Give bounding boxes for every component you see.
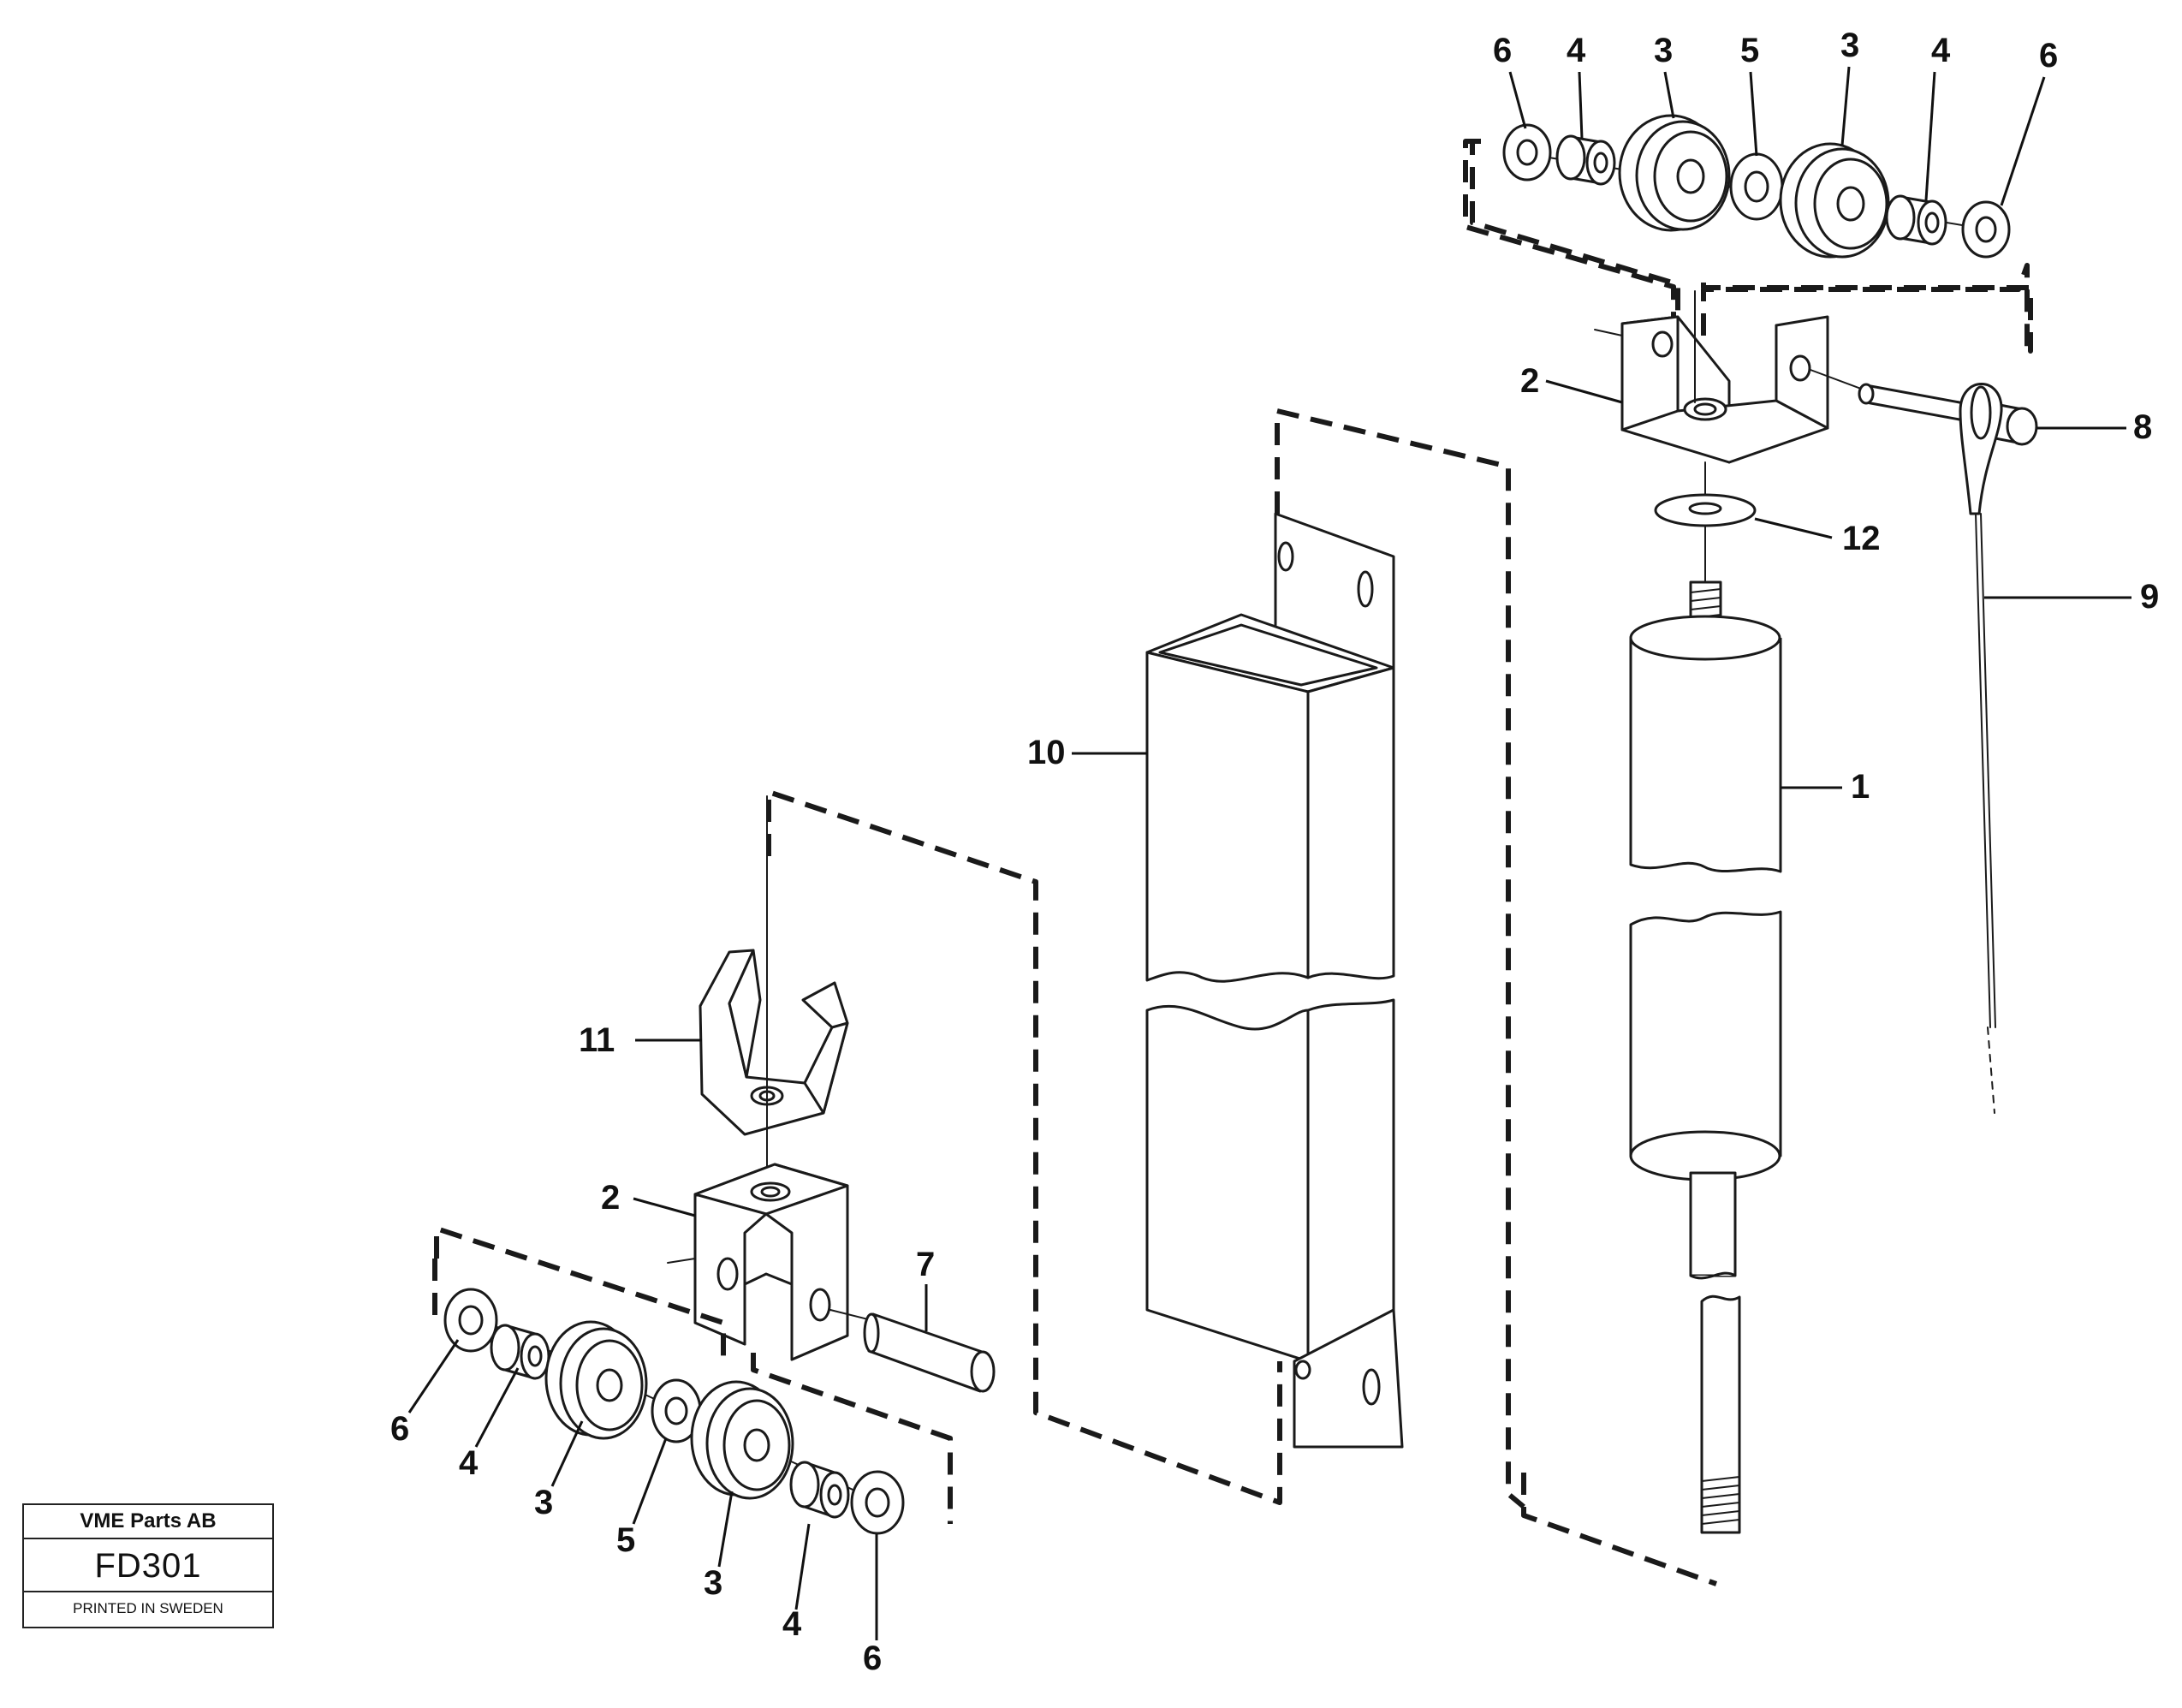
callout-bottom-6a: 6: [390, 1410, 409, 1448]
callouts-bottom: 6 4 3 5 3 4 6: [390, 1339, 882, 1677]
bottom-clevis-bracket-2: [667, 1163, 849, 1361]
callout-top-4b: 4: [1931, 32, 1951, 69]
housing-10: [1145, 512, 1404, 1449]
callouts-center: 10: [1027, 734, 1147, 771]
callout-bottom-6b: 6: [863, 1640, 882, 1677]
callout-holder-11: 11: [579, 1021, 615, 1059]
top-pulley-assembly: [1463, 114, 2033, 354]
bushing-4-top-right: [1885, 194, 1947, 246]
washer-12: [1654, 493, 1757, 527]
callout-bottom-4b: 4: [782, 1605, 802, 1643]
callout-bottom-5: 5: [616, 1521, 635, 1559]
callout-top-3a: 3: [1654, 32, 1673, 69]
callout-top-6a: 6: [1493, 32, 1512, 69]
callout-cable-9: 9: [2140, 578, 2159, 616]
callout-rod-1: 1: [1851, 768, 1870, 806]
callouts-top: 6 4 3 5 3 4 6: [1493, 27, 2058, 206]
title-block: VME Parts AB FD301 PRINTED IN SWEDEN: [22, 1503, 274, 1628]
callout-top-5: 5: [1740, 32, 1759, 69]
callout-bracket-2-top: 2: [1520, 362, 1539, 400]
washer-6-top-right: [1961, 200, 2011, 259]
pin-8: [1858, 383, 2038, 515]
weight-rod-1: [1629, 580, 1782, 1534]
bottom-pulley-assembly: [432, 1226, 953, 1535]
pulley-3-top-left: [1618, 114, 1731, 232]
callout-bracket-2-bottom: 2: [601, 1179, 620, 1217]
pulley-3-top-right: [1779, 142, 1890, 259]
callout-top-6b: 6: [2039, 37, 2058, 74]
cable-9: [1975, 513, 1996, 1114]
washer-6-bottom-right: [850, 1470, 905, 1535]
bushing-4-top-left: [1555, 134, 1616, 186]
callout-bottom-3b: 3: [704, 1564, 722, 1602]
callout-bottom-3a: 3: [534, 1484, 553, 1521]
callout-pin-8: 8: [2133, 408, 2152, 446]
callouts-right: 2 8 12 9 1: [1520, 362, 2159, 806]
pulley-3-bottom-left: [544, 1320, 648, 1440]
diagram-code: FD301: [24, 1539, 272, 1592]
callout-bottom-4a: 4: [459, 1444, 479, 1482]
washer-5-top: [1729, 152, 1784, 221]
washer-6-top-left: [1502, 123, 1552, 182]
callout-housing-10: 10: [1027, 734, 1066, 771]
washer-6-bottom-left: [443, 1288, 498, 1353]
callouts-left: 11 2 7: [579, 1021, 935, 1331]
callout-washer-12: 12: [1842, 520, 1881, 557]
printed-note: PRINTED IN SWEDEN: [73, 1600, 223, 1616]
callout-top-4a: 4: [1567, 32, 1586, 69]
pin-7: [863, 1312, 996, 1393]
company-name: VME Parts AB: [24, 1505, 272, 1539]
callout-pin-7: 7: [916, 1246, 935, 1283]
bushing-4-bottom-right: [789, 1461, 850, 1519]
pulley-3-bottom-right: [690, 1380, 794, 1500]
washer-5-bottom: [651, 1378, 702, 1443]
holder-11: [699, 949, 849, 1136]
top-clevis-bracket: [1594, 290, 1829, 464]
bushing-4-bottom-left: [490, 1324, 550, 1380]
callout-top-3b: 3: [1840, 27, 1859, 64]
